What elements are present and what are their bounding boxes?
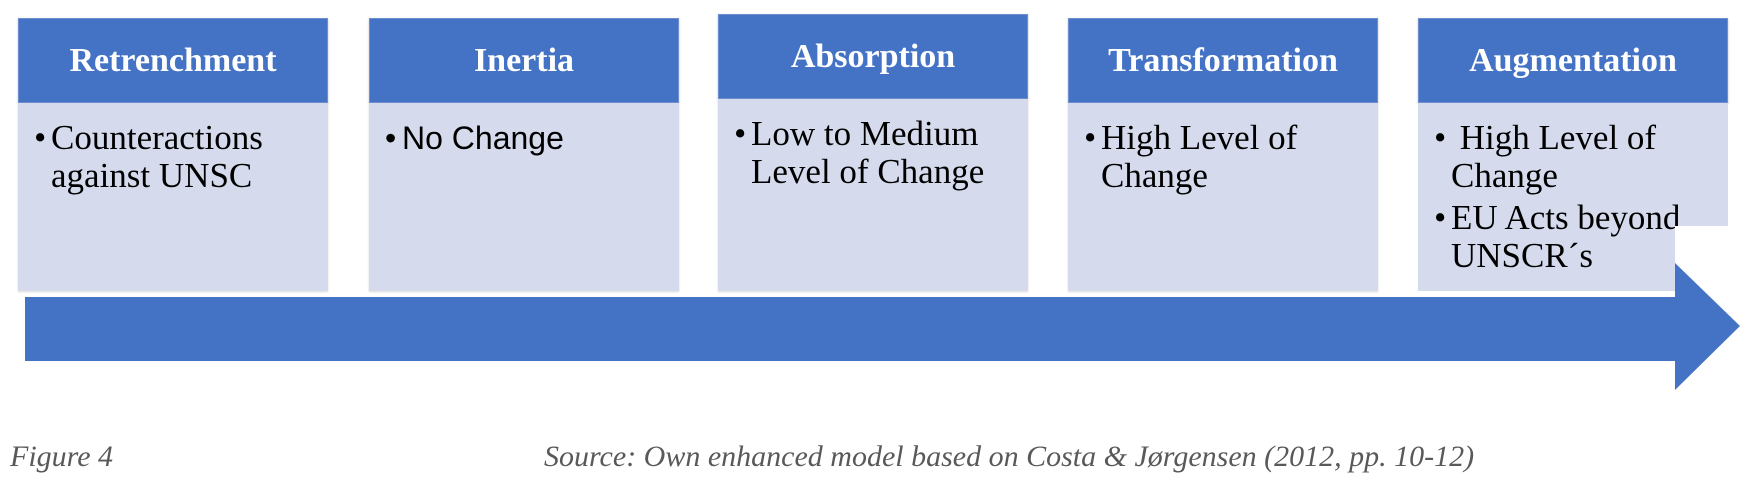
stage-title: Absorption — [718, 14, 1028, 99]
arrow-shape — [25, 263, 1740, 390]
stage-card-absorption: Absorption Low to Medium Level of Change — [718, 14, 1028, 291]
stage-body: High Level of Change — [1068, 103, 1378, 291]
stage-bullet: Low to Medium Level of Change — [734, 115, 1011, 191]
stage-card-retrenchment: Retrenchment Counteractions against UNSC — [18, 18, 328, 291]
figure-label: Figure 4 — [10, 440, 114, 473]
stage-title: Augmentation — [1418, 18, 1728, 103]
stage-title: Transformation — [1068, 18, 1378, 103]
stage-card-augmentation: Augmentation High Level of Change EU Act… — [1418, 18, 1728, 291]
stage-bullet: EU Acts beyond UNSCR´s — [1434, 199, 1721, 275]
stage-card-inertia: Inertia No Change — [369, 18, 679, 291]
source-caption: Source: Own enhanced model based on Cost… — [544, 440, 1475, 473]
stage-body: No Change — [369, 103, 679, 291]
stage-bullet: High Level of Change — [1084, 119, 1336, 195]
stage-body: Counteractions against UNSC — [18, 103, 328, 291]
stage-card-transformation: Transformation High Level of Change — [1068, 18, 1378, 291]
stage-bullet: No Change — [385, 119, 667, 157]
stage-title: Retrenchment — [18, 18, 328, 103]
stage-body: Low to Medium Level of Change — [718, 99, 1028, 291]
stage-bullet: Counteractions against UNSC — [34, 119, 296, 195]
stage-body: High Level of Change EU Acts beyond UNSC… — [1418, 103, 1728, 291]
stage-title: Inertia — [369, 18, 679, 103]
stage-bullet: High Level of Change — [1434, 119, 1691, 195]
